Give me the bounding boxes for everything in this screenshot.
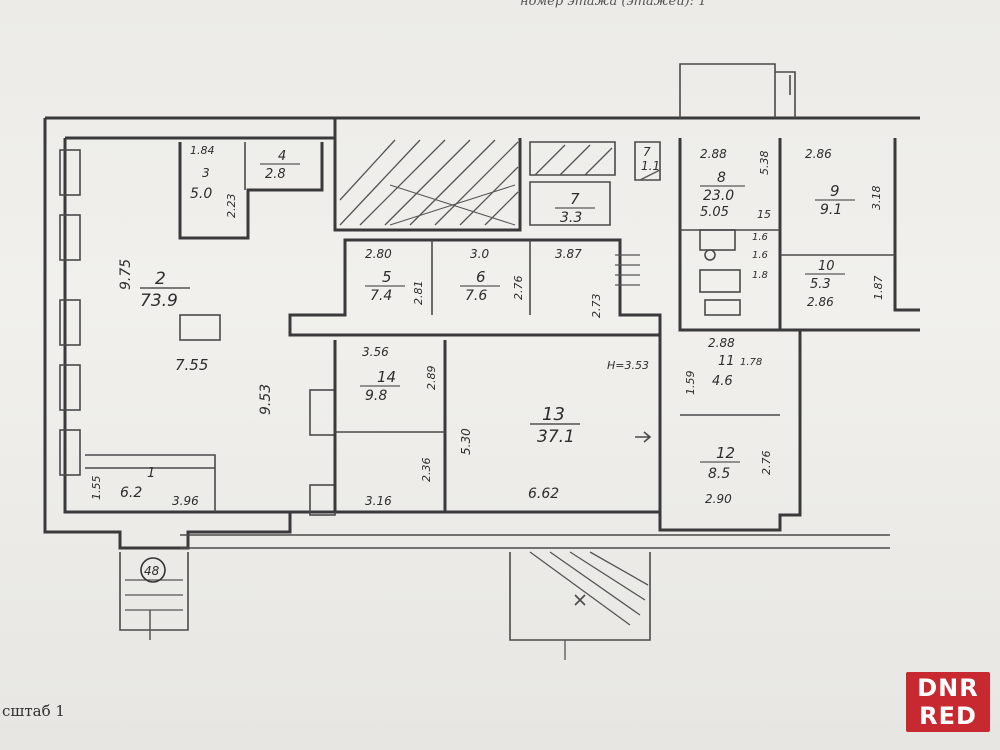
dim-label: 2.23 <box>225 194 238 219</box>
dim-label: 2.80 <box>365 247 392 261</box>
room-8-area: 23.0 <box>703 188 734 204</box>
dim-label: 2.88 <box>700 147 727 161</box>
dim-label: 2.89 <box>425 366 438 391</box>
outer-walls <box>43 63 920 550</box>
circled-marker: 48 <box>140 557 166 583</box>
dim-label: 2.36 <box>420 458 433 483</box>
dim-label: 9.75 <box>118 259 134 290</box>
room-3-number: 3 <box>202 166 210 180</box>
dim-label: H=3.53 <box>607 359 649 372</box>
room-1-number: 1 <box>147 466 155 481</box>
dim-label: 1.6 <box>752 250 768 261</box>
dim-label: 2.76 <box>760 451 773 476</box>
sanitary-fixtures <box>699 229 741 316</box>
room-11-number: 11 <box>718 354 735 369</box>
dim-label: 2.73 <box>590 294 603 319</box>
room-5-number: 5 <box>382 268 392 286</box>
room-labels: 2 73.9 3 5.0 4 2.8 5 7.4 6 7.6 7 3.3 7 1… <box>120 145 855 501</box>
small-stairs <box>615 254 640 286</box>
room-4-area: 2.8 <box>265 167 286 182</box>
room-7-number: 7 <box>570 190 580 208</box>
dim-label: 3.56 <box>362 345 389 359</box>
dim-label: 1.78 <box>740 357 762 368</box>
room-13-number: 13 <box>542 404 565 425</box>
room-9-area: 9.1 <box>820 202 842 218</box>
marker-label: 48 <box>144 564 160 578</box>
room-2-area: 73.9 <box>140 291 178 311</box>
room-10-area: 5.3 <box>810 277 831 292</box>
dim-label: 3.96 <box>172 494 199 508</box>
dim-label: 5.30 <box>459 428 473 455</box>
dim-label: 2.86 <box>807 295 834 309</box>
dim-label: 2.76 <box>512 276 525 301</box>
dim-label: 3.16 <box>365 494 392 508</box>
room-3-area: 5.0 <box>190 186 212 202</box>
scale-label: сштаб 1 <box>2 702 65 720</box>
room-1-area: 6.2 <box>120 485 142 501</box>
dim-label: 2.86 <box>805 147 832 161</box>
room-7-area: 3.3 <box>560 210 582 226</box>
dim-label: 1.6 <box>752 232 768 243</box>
room-8-number: 8 <box>717 170 726 186</box>
wall-piers <box>59 149 336 516</box>
room-2-number: 2 <box>155 269 166 289</box>
room-9-number: 9 <box>830 182 840 200</box>
stair-hatching <box>339 139 661 226</box>
room-10-number: 10 <box>818 259 835 274</box>
dim-label: 1.59 <box>684 371 697 396</box>
room-5-area: 7.4 <box>370 288 392 304</box>
arrow-markers <box>574 75 791 606</box>
room-12-area: 8.5 <box>708 466 730 482</box>
room-14-area: 9.8 <box>365 388 387 404</box>
room-13-area: 37.1 <box>537 427 575 447</box>
dim-label: 2.81 <box>412 281 425 306</box>
room-6-area: 7.6 <box>465 288 487 304</box>
dim-label: 2.90 <box>705 492 732 506</box>
room-14-number: 14 <box>377 368 396 386</box>
dim-label: 1.55 <box>90 476 103 501</box>
dim-label: 7.55 <box>175 356 208 374</box>
header-caption: номер этажа (этажей): 1 <box>520 0 707 9</box>
dim-label: 3.0 <box>470 247 489 261</box>
dim-label: 1.84 <box>190 144 215 157</box>
room-7b-number: 7 <box>643 145 651 159</box>
room-12-number: 12 <box>716 444 735 462</box>
room-6-number: 6 <box>476 268 486 286</box>
dimension-labels: 1.84 2.23 9.75 7.55 9.53 1.55 3.96 2.80 … <box>90 144 885 508</box>
dim-label: 1.87 <box>872 276 885 301</box>
room-4-number: 4 <box>278 149 286 164</box>
dim-label: 15 <box>757 208 771 221</box>
dim-label: 5.05 <box>700 205 729 220</box>
dim-label: 9.53 <box>258 384 274 415</box>
room-7b-area: 1.1 <box>641 159 660 173</box>
entrance-steps <box>119 551 651 660</box>
dim-label: 3.18 <box>870 186 883 211</box>
dim-label: 5.38 <box>758 151 771 176</box>
room-11-area: 4.6 <box>712 374 733 389</box>
dim-label: 2.88 <box>708 336 735 350</box>
dim-label: 3.87 <box>555 247 582 261</box>
dim-label: 1.8 <box>752 270 768 281</box>
dim-label: 6.62 <box>528 486 559 502</box>
